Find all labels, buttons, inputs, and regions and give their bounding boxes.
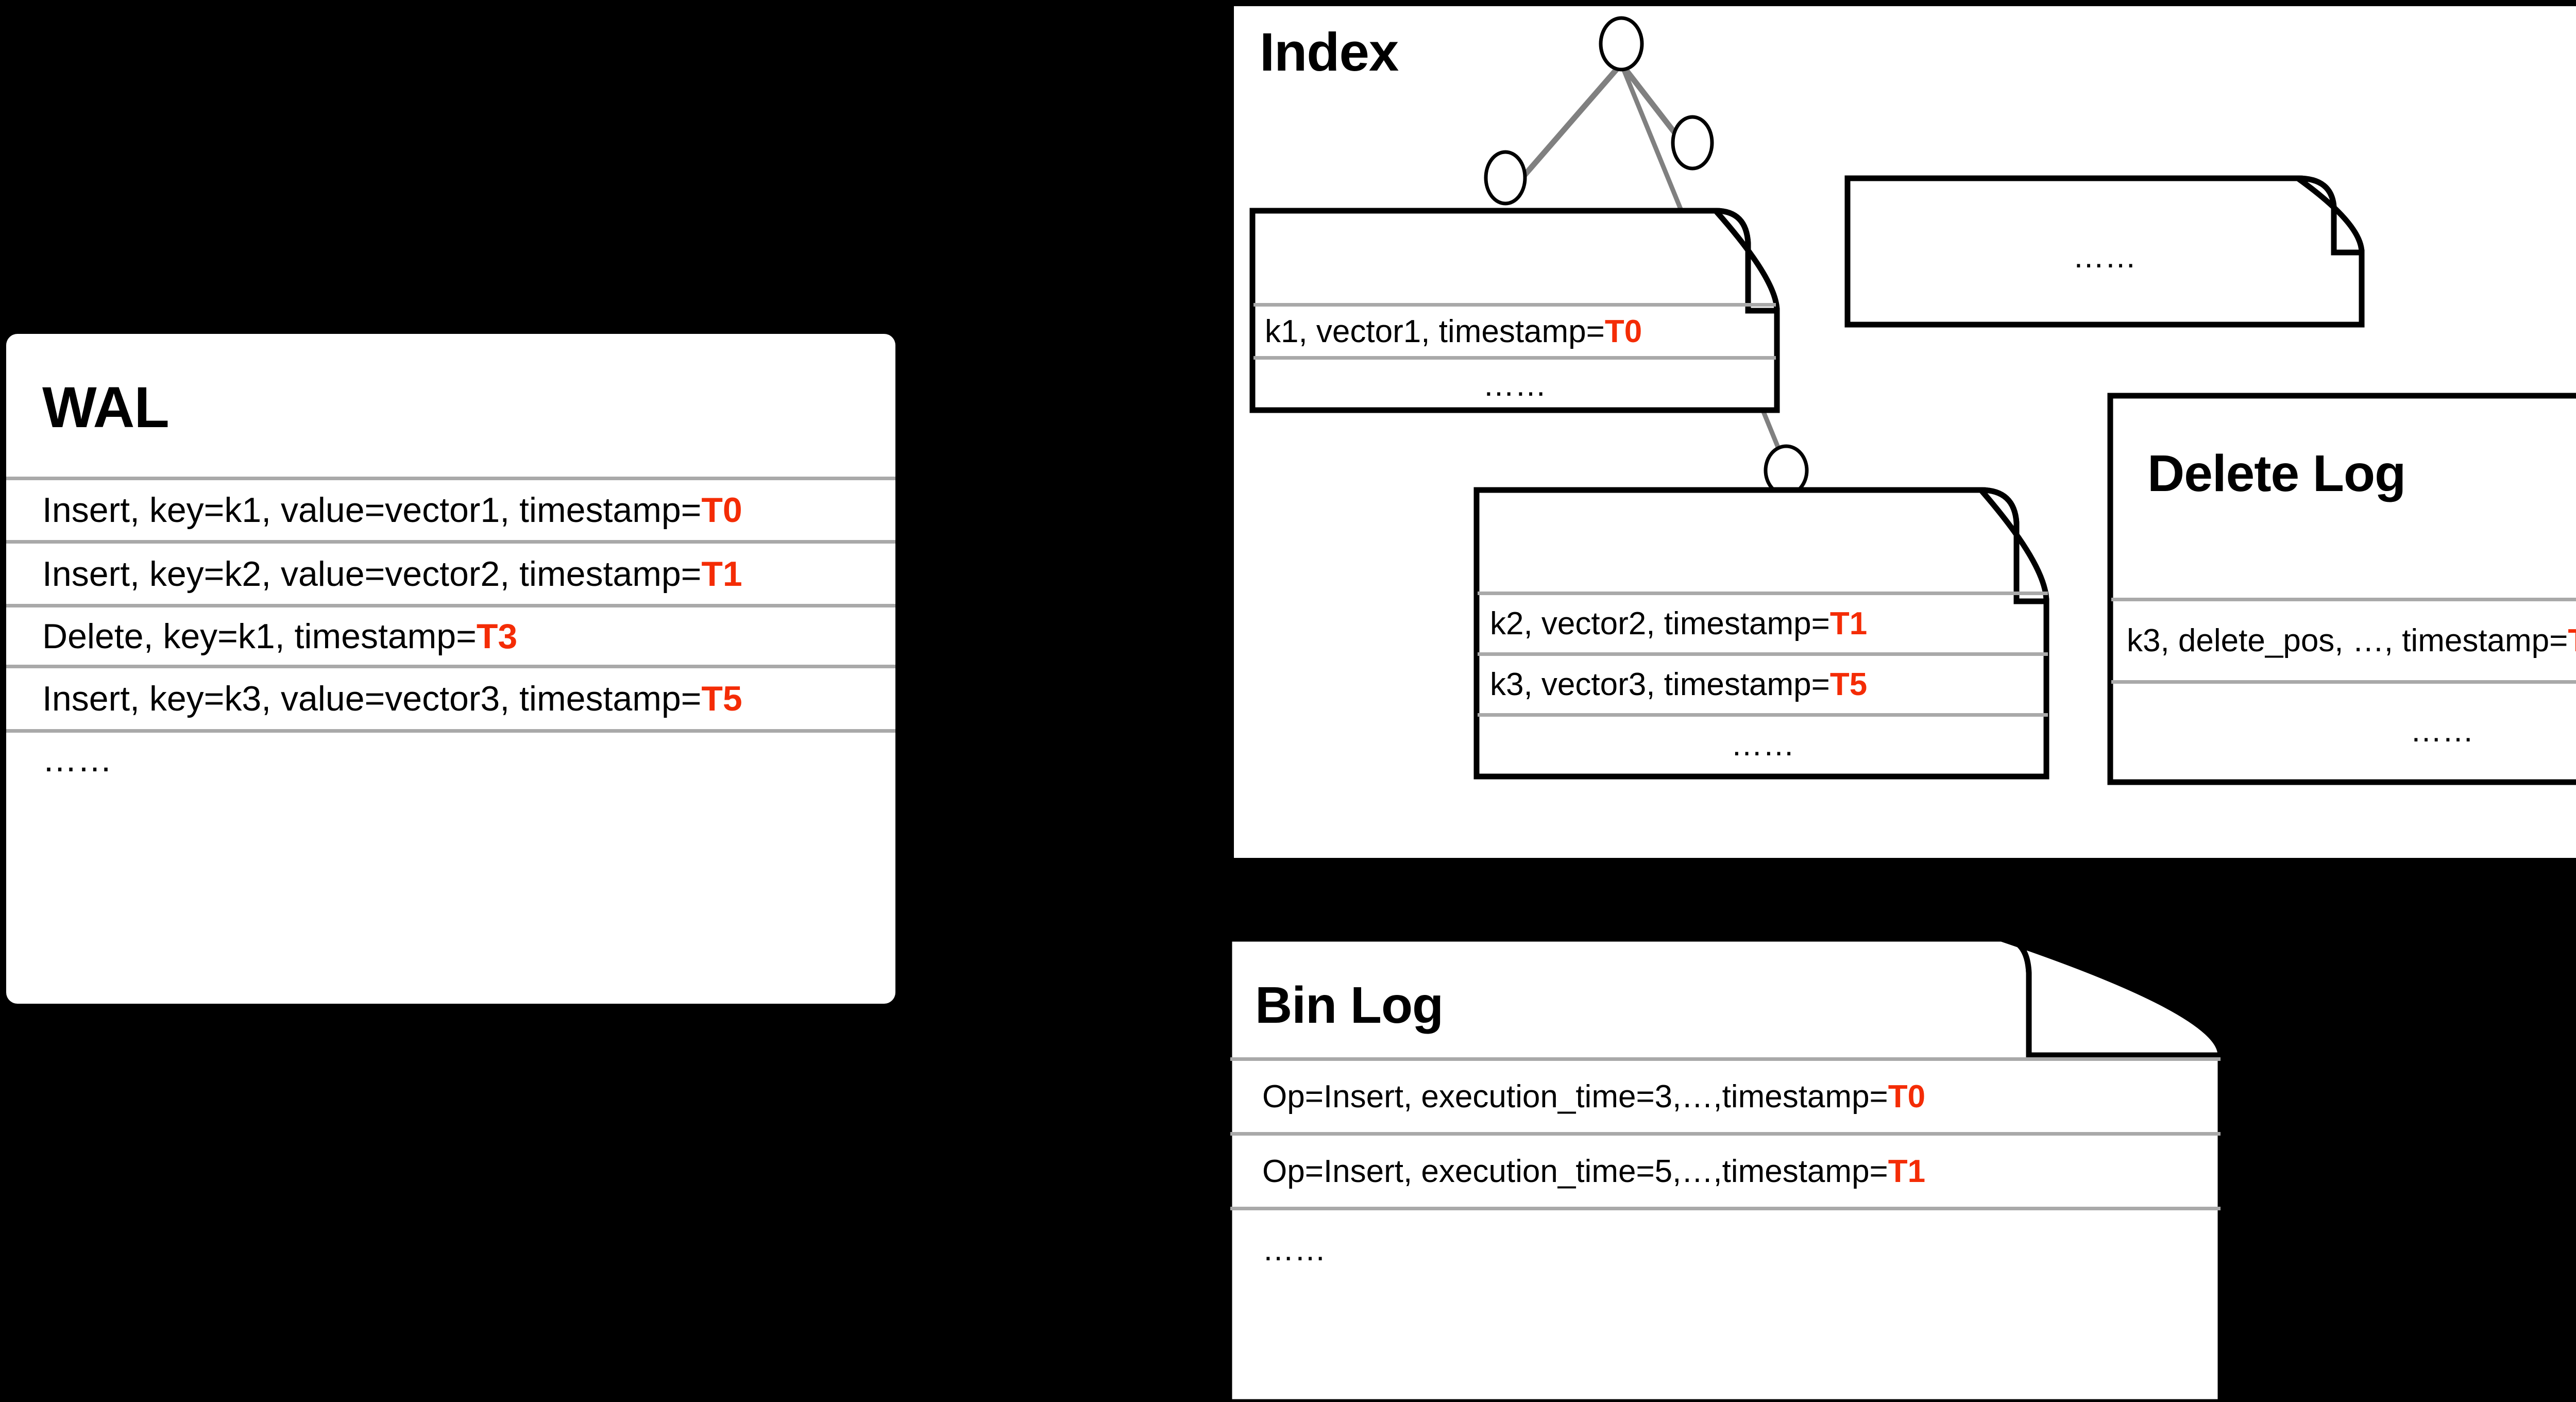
- wal-row: Delete, key=k1, timestamp=T3: [6, 604, 895, 665]
- wal-row-text: Insert, key=k1, value=vector1, timestamp…: [42, 491, 702, 530]
- segment-row-text: k1, vector1, timestamp=: [1265, 313, 1605, 349]
- delete-log-row-timestamp: T3: [2568, 622, 2576, 659]
- wal-row-timestamp: T1: [701, 554, 742, 594]
- delete-log-content: Delete Log k3, delete_pos, …, timestamp=…: [2107, 393, 2576, 785]
- segment-row-timestamp: T5: [1829, 667, 1868, 702]
- segment-k1-content: k1, vector1, timestamp=T0 ……: [1249, 208, 1780, 413]
- bin-log-content: Bin Log Op=Insert, execution_time=3,…,ti…: [1226, 936, 2226, 1402]
- segment-row: k1, vector1, timestamp=T0: [1253, 303, 1776, 356]
- wal-row-timestamp: T0: [701, 491, 742, 530]
- delete-log-outline: [2107, 393, 2576, 785]
- bin-log-row: Op=Insert, execution_time=3,…,timestamp=…: [1230, 1057, 2221, 1132]
- segment-row-ellipsis: ……: [1253, 356, 1776, 410]
- bin-log-row: Op=Insert, execution_time=5,…,timestamp=…: [1230, 1132, 2221, 1207]
- index-title: Index: [1260, 22, 1399, 82]
- bin-log-row-text: Op=Insert, execution_time=3,…,timestamp=: [1262, 1078, 1888, 1114]
- wal-title: WAL: [42, 375, 170, 440]
- tree-node-left: [1484, 150, 1527, 206]
- segment-ellipsis-text: ……: [1731, 727, 1795, 763]
- wal-row: Insert, key=k2, value=vector2, timestamp…: [6, 540, 895, 604]
- bin-log-row-timestamp: T1: [1888, 1153, 1926, 1189]
- segment-row-text: k2, vector2, timestamp=: [1490, 606, 1830, 641]
- bin-log-row-text: Op=Insert, execution_time=5,…,timestamp=: [1262, 1153, 1888, 1189]
- wal-rows: Insert, key=k1, value=vector1, timestamp…: [6, 477, 895, 786]
- delete-log-row: k3, delete_pos, …, timestamp=T3: [2111, 598, 2576, 680]
- tree-node-right: [1671, 115, 1714, 171]
- wal-row: Insert, key=k1, value=vector1, timestamp…: [6, 477, 895, 540]
- segment-more-outline: [1844, 175, 2365, 328]
- wal-row: Insert, key=k3, value=vector3, timestamp…: [6, 665, 895, 729]
- segment-more-content: ……: [1844, 175, 2365, 328]
- segment-row-timestamp: T1: [1829, 606, 1868, 641]
- segment-row-timestamp: T0: [1604, 313, 1642, 349]
- wal-row-timestamp: T5: [701, 679, 742, 718]
- wal-row-timestamp: T3: [476, 616, 518, 656]
- segment-k1-doc: k1, vector1, timestamp=T0 ……: [1249, 208, 1780, 413]
- segment-k1-outline: [1249, 208, 1780, 413]
- segment-more-doc: ……: [1844, 175, 2365, 328]
- wal-row-ellipsis: ……: [6, 729, 895, 786]
- wal-ellipsis-text: ……: [42, 739, 112, 779]
- delete-log-ellipsis-text: ……: [2410, 713, 2474, 749]
- segment-more-ellipsis-text: ……: [2073, 239, 2137, 275]
- delete-log-rows: k3, delete_pos, …, timestamp=T3 ……: [2111, 598, 2576, 778]
- segment-row: k3, vector3, timestamp=T5: [1478, 652, 2048, 713]
- segment-row-ellipsis: ……: [1478, 713, 2048, 772]
- tree-edge-root-right: [1619, 62, 1695, 158]
- segment-k2-k3-content: k2, vector2, timestamp=T1 k3, vector3, t…: [1473, 487, 2053, 780]
- segment-row: k2, vector2, timestamp=T1: [1478, 592, 2048, 652]
- tree-node-root: [1599, 16, 1644, 72]
- bin-log-rows: Op=Insert, execution_time=3,…,timestamp=…: [1230, 1057, 2221, 1289]
- delete-log-row-text: k3, delete_pos, …, timestamp=: [2127, 623, 2568, 658]
- index-panel: Index k1, vector1, timestamp=T0: [1234, 6, 2576, 858]
- wal-panel: WAL Insert, key=k1, value=vector1, times…: [6, 334, 895, 1004]
- tree-edge-root-left: [1509, 62, 1624, 193]
- segment-k2-k3-rows: k2, vector2, timestamp=T1 k3, vector3, t…: [1478, 592, 2048, 772]
- bin-log-ellipsis-text: ……: [1262, 1232, 1326, 1268]
- delete-log-title: Delete Log: [2147, 445, 2406, 502]
- segment-k2-k3-doc: k2, vector2, timestamp=T1 k3, vector3, t…: [1473, 487, 2053, 780]
- bin-log-row-timestamp: T0: [1888, 1078, 1926, 1114]
- bin-log-outline: [1226, 936, 2224, 1402]
- bin-log-doc: Bin Log Op=Insert, execution_time=3,…,ti…: [1226, 936, 2226, 1402]
- wal-row-text: Insert, key=k3, value=vector3, timestamp…: [42, 679, 702, 718]
- segment-row-text: k3, vector3, timestamp=: [1490, 667, 1830, 702]
- wal-row-text: Delete, key=k1, timestamp=: [42, 616, 477, 656]
- delete-log-row-ellipsis: ……: [2111, 680, 2576, 778]
- wal-row-text: Insert, key=k2, value=vector2, timestamp…: [42, 554, 702, 594]
- segment-k2-k3-outline: [1473, 487, 2049, 780]
- segment-ellipsis-text: ……: [1483, 367, 1547, 403]
- bin-log-title: Bin Log: [1255, 976, 1444, 1034]
- delete-log-doc: Delete Log k3, delete_pos, …, timestamp=…: [2107, 393, 2576, 785]
- segment-k1-rows: k1, vector1, timestamp=T0 ……: [1253, 303, 1776, 410]
- bin-log-row-ellipsis: ……: [1230, 1207, 2221, 1289]
